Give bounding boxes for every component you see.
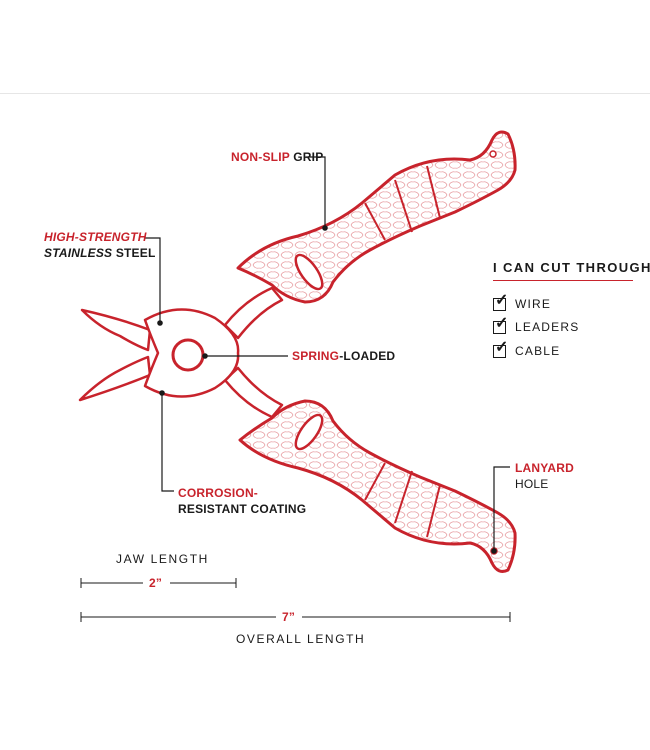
cut-item-cable: ✓ CABLE	[493, 338, 561, 360]
steel-text: STEEL	[115, 246, 156, 260]
cut-through-title: I CAN CUT THROUGH	[493, 260, 650, 275]
hole-label: HOLE	[515, 477, 549, 491]
pivot-screw	[171, 338, 205, 372]
top-divider	[0, 93, 650, 94]
corrosion-label: CORROSION-	[178, 486, 258, 500]
leader-lines	[145, 156, 510, 554]
dimension-lines	[80, 578, 511, 622]
non-slip-text: NON-SLIP	[231, 150, 290, 164]
checkbox-checked-icon: ✓	[493, 291, 509, 311]
grip-slot-upper	[294, 253, 324, 291]
pivot-body	[143, 308, 240, 398]
loaded-text: -LOADED	[339, 349, 396, 363]
grip-text: GRIP	[293, 150, 324, 164]
cut-item-wire: ✓ WIRE	[493, 291, 552, 313]
high-strength-label: HIGH-STRENGTH	[44, 230, 147, 244]
resistant-coating-label: RESISTANT COATING	[178, 502, 307, 516]
spring-text: SPRING	[292, 349, 340, 363]
lanyard-label: LANYARD	[515, 461, 574, 475]
cut-item-label: LEADERS	[515, 320, 580, 334]
cut-item-label: WIRE	[515, 297, 552, 311]
overall-length-value: 7”	[282, 610, 296, 624]
stainless-text: STAINLESS	[44, 246, 113, 260]
jaw-length-value: 2”	[149, 576, 163, 590]
cut-item-label: CABLE	[515, 344, 561, 358]
checkbox-checked-icon: ✓	[493, 314, 509, 334]
spring-loaded-label: SPRING-LOADED	[292, 349, 395, 363]
stainless-steel-label: STAINLESS STEEL	[44, 246, 155, 260]
jaw-length-title: JAW LENGTH	[116, 552, 209, 566]
jaws	[78, 308, 161, 402]
upper-handle	[236, 130, 517, 304]
steel-arms	[223, 286, 284, 419]
upper-hole	[489, 150, 497, 158]
cut-item-leaders: ✓ LEADERS	[493, 314, 580, 336]
cut-through-rule	[493, 280, 633, 281]
grip-slot-lower	[294, 413, 324, 451]
lower-handle	[238, 399, 517, 573]
overall-length-title: OVERALL LENGTH	[236, 632, 366, 646]
non-slip-grip-label: NON-SLIP GRIP	[231, 150, 323, 164]
checkbox-checked-icon: ✓	[493, 338, 509, 358]
